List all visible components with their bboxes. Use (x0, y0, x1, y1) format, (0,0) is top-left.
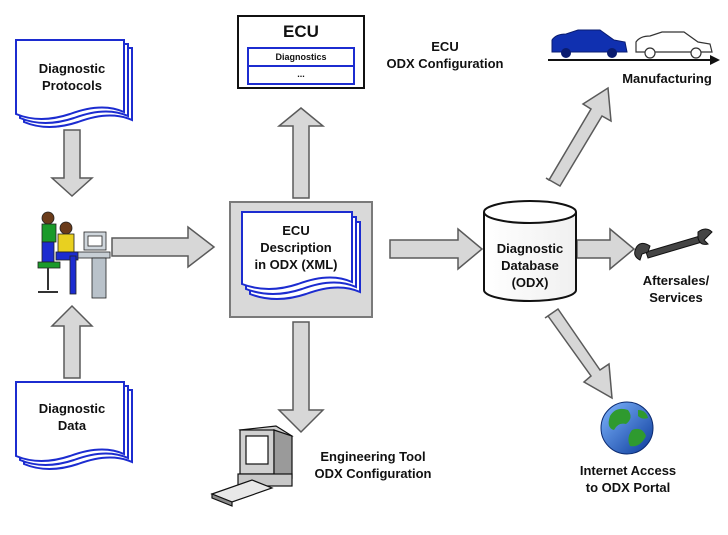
arrow-center-right (389, 227, 484, 271)
manufacturing-line-arrow (548, 55, 720, 65)
ecu-row-ellipsis: ... (297, 69, 305, 79)
ecu-box (237, 15, 365, 89)
data-line1: Diagnostic (38, 401, 106, 416)
ecu-title: ECU (283, 22, 319, 41)
internet-line1: Internet Access (579, 463, 677, 478)
manufacturing-label: Manufacturing (622, 71, 712, 86)
ecu-config-line2: ODX Configuration (386, 56, 504, 71)
database-label: Diagnostic Database (ODX) (484, 240, 576, 291)
people-icon (37, 211, 111, 299)
wrench-icon (634, 228, 713, 261)
globe-icon (600, 401, 654, 455)
data-document (15, 381, 133, 470)
car-outline-icon (635, 31, 713, 59)
ecu-description-line1: ECU (282, 223, 310, 238)
database-line3: (ODX) (511, 275, 549, 290)
protocols-line1: Diagnostic (38, 61, 106, 76)
ecu-description-line2: Description (260, 240, 332, 255)
arrow-center-down (277, 321, 325, 434)
engineering-line2: ODX Configuration (314, 466, 432, 481)
ecu-description-label: ECU Description in ODX (XML) (244, 222, 348, 273)
arrow-center-up (276, 107, 326, 199)
arrow-db-aftersales (576, 227, 636, 271)
data-line2: Data (57, 418, 87, 433)
ecu-description-panel (229, 201, 373, 318)
arrow-db-manufacturing (545, 86, 612, 188)
aftersales-line1: Aftersales/ (642, 273, 710, 288)
ecu-config-line1: ECU (431, 39, 459, 54)
arrow-people-right (111, 225, 216, 269)
protocols-line2: Protocols (42, 78, 102, 93)
computer-icon (210, 425, 294, 507)
ecu-description-line3: in ODX (XML) (254, 257, 338, 272)
internet-label: Internet Access to ODX Portal (568, 462, 688, 496)
ecu-config-label: ECU ODX Configuration (380, 38, 510, 72)
protocols-label: Diagnostic Protocols (26, 60, 118, 94)
arrow-protocols-down (50, 129, 94, 198)
aftersales-label: Aftersales/ Services (628, 272, 724, 306)
database-line1: Diagnostic (496, 241, 564, 256)
internet-line2: to ODX Portal (585, 480, 671, 495)
engineering-line1: Engineering Tool (320, 449, 426, 464)
engineering-label: Engineering Tool ODX Configuration (304, 448, 442, 482)
database-cylinder (483, 200, 577, 302)
aftersales-line2: Services (649, 290, 703, 305)
ecu-row-diagnostics: Diagnostics (275, 52, 327, 62)
arrow-db-internet (544, 307, 613, 400)
protocols-document (15, 39, 133, 128)
arrow-data-up (50, 304, 94, 379)
database-line2: Database (501, 258, 559, 273)
car-blue-icon (551, 29, 628, 58)
data-label: Diagnostic Data (26, 400, 118, 434)
